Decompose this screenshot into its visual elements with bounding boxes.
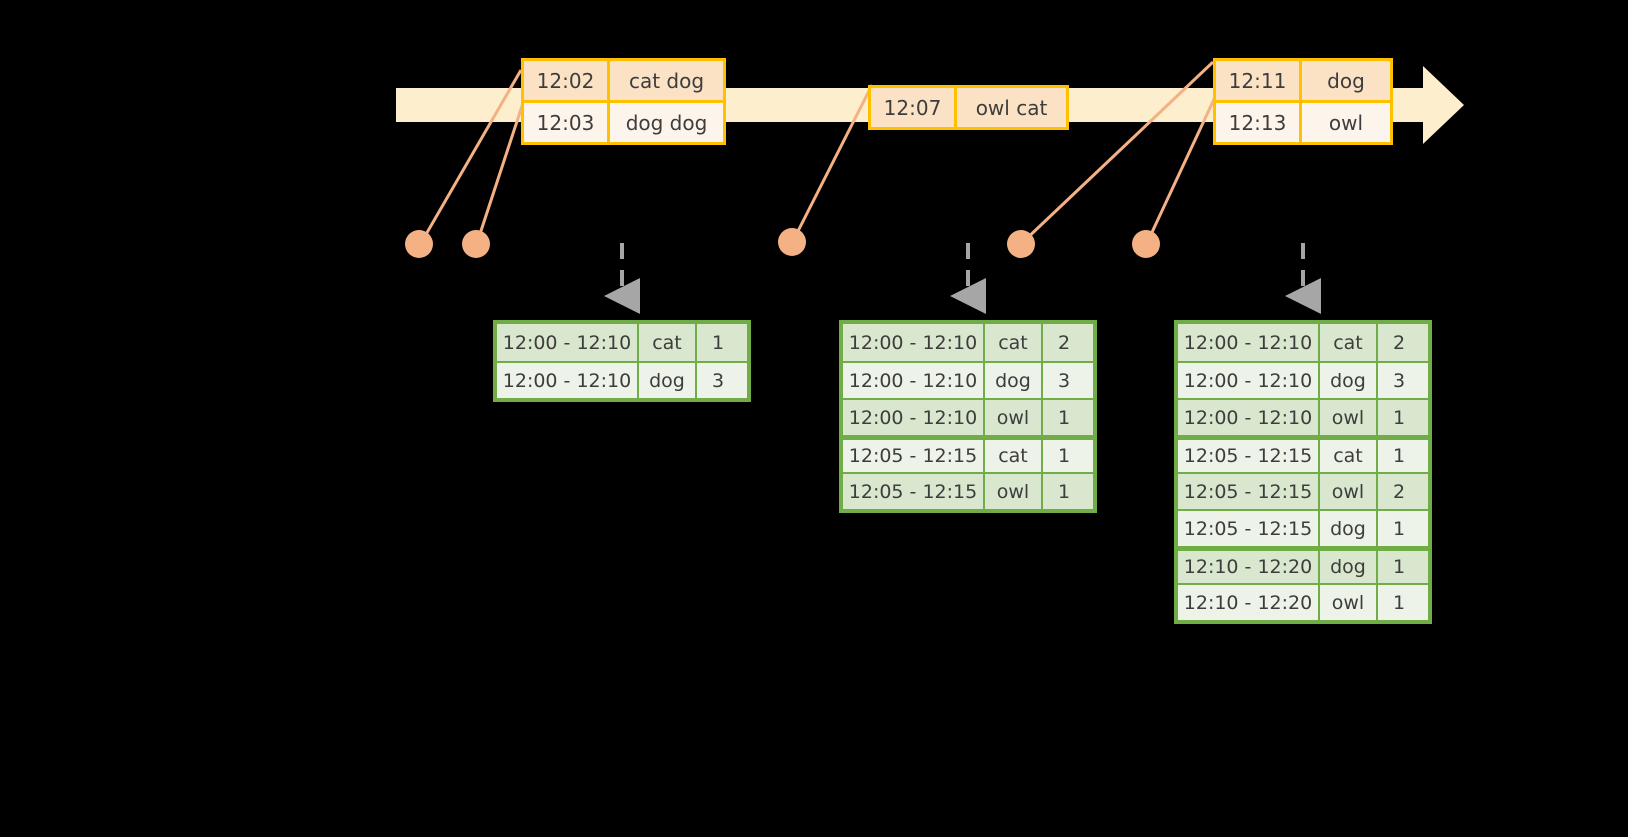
event-dot-2[interactable] [462,230,490,258]
event-words: owl cat [975,95,1048,120]
event-dot-5[interactable] [1132,230,1160,258]
event-time: 12:03 [524,103,610,142]
window-cell: 12:05 - 12:15 [1178,474,1320,509]
count-cell: 2 [1057,331,1071,354]
word-cell: cat [1320,324,1378,361]
word-cell: owl [985,474,1043,509]
window-cell: 12:00 - 12:10 [1178,324,1320,361]
count-cell: 1 [1392,517,1406,540]
window-cell: 12:10 - 12:20 [1178,551,1320,583]
window-cell: 12:00 - 12:10 [497,363,639,398]
window-cell: 12:05 - 12:15 [843,440,985,472]
count-cell: 1 [1057,445,1071,467]
word-cell: owl [1320,400,1378,435]
word-cell: cat [985,440,1043,472]
event-row[interactable]: 12:13 owl [1216,100,1390,142]
window-cell: 12:00 - 12:10 [1178,400,1320,435]
event-group-2[interactable]: 12:07 owl cat [868,85,1069,130]
event-dot-1[interactable] [405,230,433,258]
count-cell: 1 [1057,406,1071,429]
event-group-1[interactable]: 12:02 cat dog 12:03 dog dog [521,58,726,145]
count-cell: 3 [1392,369,1406,392]
event-words: owl [1328,110,1364,135]
word-cell: dog [985,363,1043,398]
word-cell: dog [1320,511,1378,546]
window-cell: 12:00 - 12:10 [497,324,639,361]
event-dots [405,228,1160,258]
word-cell: cat [639,324,697,361]
event-words: dog dog [625,110,708,135]
event-time: 12:13 [1216,103,1302,142]
count-cell: 1 [1392,556,1406,578]
count-cell: 1 [1392,406,1406,429]
window-cell: 12:05 - 12:15 [1178,440,1320,472]
window-cell: 12:00 - 12:10 [843,324,985,361]
word-cell: dog [639,363,697,398]
emit-arrows [604,243,1321,314]
event-row[interactable]: 12:07 owl cat [871,88,1066,127]
window-cell: 12:10 - 12:20 [1178,585,1320,620]
window-cell: 12:05 - 12:15 [843,474,985,509]
count-cell: 1 [1057,480,1071,503]
count-cell: 1 [1392,445,1406,467]
event-row[interactable]: 12:11 dog [1216,61,1390,100]
count-cell: 1 [1392,591,1406,614]
event-words: dog [1327,68,1365,93]
event-dot-3[interactable] [778,228,806,256]
word-cell: owl [985,400,1043,435]
window-cell: 12:05 - 12:15 [1178,511,1320,546]
word-cell: owl [1320,474,1378,509]
count-cell: 2 [1392,331,1406,354]
count-cell: 3 [1057,369,1071,392]
word-cell: owl [1320,585,1378,620]
event-row[interactable]: 12:02 cat dog [524,61,723,100]
window-cell: 12:00 - 12:10 [843,400,985,435]
event-time: 12:02 [524,61,610,100]
word-cell: dog [1320,551,1378,583]
word-cell: cat [1320,440,1378,472]
count-cell: 1 [711,331,725,354]
count-cell: 2 [1392,480,1406,503]
event-time: 12:11 [1216,61,1302,100]
window-cell: 12:00 - 12:10 [1178,363,1320,398]
event-dot-4[interactable] [1007,230,1035,258]
window-cell: 12:00 - 12:10 [843,363,985,398]
event-words: cat dog [628,68,705,93]
count-cell: 3 [711,369,725,392]
event-group-3[interactable]: 12:11 dog 12:13 owl [1213,58,1393,145]
event-row[interactable]: 12:03 dog dog [524,100,723,142]
word-cell: dog [1320,363,1378,398]
word-cell: cat [985,324,1043,361]
event-time: 12:07 [871,88,957,127]
